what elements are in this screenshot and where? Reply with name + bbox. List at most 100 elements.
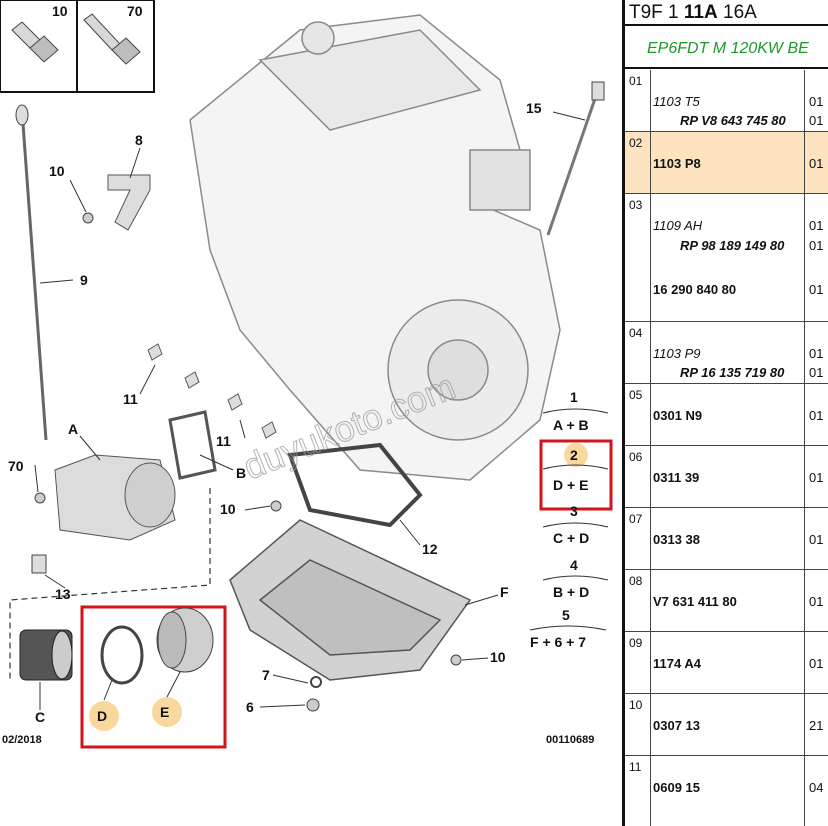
part-number: RP 16 135 719 80: [680, 365, 785, 380]
bolt-box-10[interactable]: 10: [0, 0, 78, 93]
callout-10-bottom: 10: [490, 649, 506, 665]
oil-filter-housing[interactable]: [54, 454, 176, 541]
row-index: 06: [629, 450, 643, 464]
table-row[interactable]: 11 0609 15 04: [625, 756, 828, 826]
part-qty: 01: [809, 346, 824, 361]
callout-f: F: [500, 584, 509, 600]
table-row[interactable]: 03 1109 AH 01 RP 98 189 149 80 01 16 290…: [625, 194, 828, 322]
hose-clip-11a[interactable]: [147, 343, 200, 389]
legend-arc-3: [542, 522, 609, 528]
exploded-parts-diagram: 10 70: [0, 0, 613, 749]
part-ref: V7 631 411 80: [653, 594, 737, 609]
parts-table: T9F 1 11A 16A EP6FDT M 120KW BE 01 1103 …: [622, 0, 828, 826]
table-row[interactable]: 07 0313 38 01: [625, 508, 828, 570]
table-row[interactable]: 01 1103 T5 01 RP V8 643 745 80 01: [625, 70, 828, 132]
row-index: 11: [629, 760, 642, 774]
callout-11-right: 11: [216, 433, 231, 449]
part-qty: 01: [809, 594, 824, 609]
callout-12: 12: [422, 541, 438, 557]
part-ref: 0609 15: [653, 780, 700, 795]
legend-num-5: 5: [562, 607, 570, 623]
callout-b: B: [236, 465, 246, 481]
header-group: 11A: [683, 2, 718, 23]
seal-washer-7[interactable]: [310, 676, 322, 688]
legend-num-2: 2: [570, 447, 578, 463]
legend-combo-4: B + D: [553, 584, 589, 600]
callout-d: D: [97, 708, 107, 724]
table-row[interactable]: 08 V7 631 411 80 01: [625, 570, 828, 632]
part-qty: 01: [809, 656, 824, 671]
sensor-13[interactable]: [31, 554, 47, 574]
oil-pan-gasket[interactable]: [287, 442, 423, 528]
bolt-10-top[interactable]: [82, 212, 94, 224]
callout-10-mid: 10: [220, 501, 236, 517]
table-row[interactable]: 05 0301 N9 01: [625, 384, 828, 446]
drain-plug-6[interactable]: [306, 698, 320, 712]
table-row[interactable]: 09 1174 A4 01: [625, 632, 828, 694]
part-ref: 0313 38: [653, 532, 700, 547]
table-row[interactable]: 06 0311 39 01: [625, 446, 828, 508]
oil-pan[interactable]: [229, 519, 472, 681]
legend-combo-2: D + E: [553, 477, 588, 493]
part-ref: 1103 T5: [653, 94, 700, 109]
callout-10-top: 10: [49, 163, 65, 179]
callout-70: 70: [8, 458, 24, 474]
temperature-sensor[interactable]: [546, 81, 605, 236]
bolt-10-bottom[interactable]: [450, 654, 462, 666]
part-number: 16 290 840 80: [653, 282, 737, 297]
part-qty: 04: [809, 780, 824, 795]
o-ring-d[interactable]: [100, 625, 144, 685]
table-row-highlighted[interactable]: 02 1103 P8 01: [625, 132, 828, 194]
highlight-circle-e: [152, 697, 182, 727]
part-qty: 01: [809, 94, 824, 109]
dipstick[interactable]: [15, 104, 48, 441]
bolt-box-70[interactable]: 70: [76, 0, 155, 93]
highlight-box-parts: [80, 605, 227, 749]
bolt-70[interactable]: [34, 492, 46, 504]
legend-combo-1: A + B: [553, 417, 589, 433]
highlight-circle-d: [89, 701, 119, 731]
callout-9: 9: [80, 272, 88, 288]
engine-block[interactable]: [189, 14, 561, 481]
callout-8: 8: [135, 132, 143, 148]
table-row[interactable]: 04 1103 P9 01 RP 16 135 719 80 01: [625, 322, 828, 384]
callout-11-left: 11: [123, 391, 138, 407]
part-ref: 1103 P8: [653, 156, 701, 171]
callout-a: A: [68, 421, 78, 437]
hose-clip-11b[interactable]: [227, 393, 277, 439]
part-ref: 0307 13: [653, 718, 700, 733]
part-qty: 01: [809, 532, 824, 547]
bolt-10-mid[interactable]: [270, 500, 282, 512]
part-qty: 01: [809, 218, 824, 233]
part-number: RP 98 189 149 80: [680, 238, 785, 253]
part-qty: 01: [809, 365, 824, 380]
part-ref: 1103 P9: [653, 346, 701, 361]
part-qty: 01: [809, 282, 824, 297]
engine-code: EP6FDT M 120KW BE: [625, 27, 828, 69]
callout-e: E: [160, 704, 169, 720]
date-reference: 02/2018: [2, 734, 42, 746]
row-index: 10: [629, 698, 643, 712]
bolt-box-10-label: 10: [52, 3, 68, 19]
row-index: 03: [629, 198, 643, 212]
part-number: RP V8 643 745 80: [680, 113, 786, 128]
kit-legend: 1 A + B 2 D + E 3 C + D 4 B + D 5 F + 6 …: [529, 389, 613, 650]
filter-cap-e[interactable]: [156, 607, 214, 673]
table-row[interactable]: 10 0307 13 21: [625, 694, 828, 756]
row-index: 02: [629, 136, 643, 150]
row-index: 04: [629, 326, 643, 340]
gasket-b[interactable]: [168, 410, 217, 480]
table-header: T9F 1 11A 16A: [625, 0, 828, 26]
part-ref: 0311 39: [653, 470, 700, 485]
callout-6: 6: [246, 699, 254, 715]
part-qty: 01: [809, 113, 824, 128]
oil-filter-element[interactable]: [19, 629, 73, 681]
part-qty: 01: [809, 470, 824, 485]
callout-13: 13: [55, 586, 71, 602]
part-ref: 1174 A4: [653, 656, 701, 671]
legend-arc-2: [542, 464, 609, 470]
bracket-8[interactable]: [107, 174, 151, 231]
callout-c: C: [35, 709, 45, 725]
legend-highlight-circle: [564, 443, 588, 467]
part-qty: 01: [809, 156, 824, 171]
